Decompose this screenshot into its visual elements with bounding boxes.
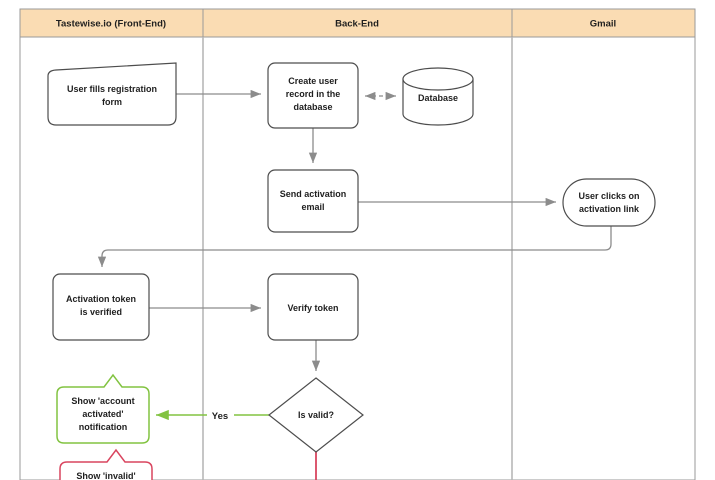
shape-stadium (562, 178, 656, 227)
lane-header-backend (202, 8, 513, 38)
node-label-line-2: email (301, 202, 324, 212)
node-label-line-2: form (102, 97, 122, 107)
shape-callout-green (56, 373, 150, 444)
shape-rounded-rect (52, 273, 150, 341)
node-label-line-1: User clicks on (578, 191, 639, 201)
edge-label-yes: Yes (212, 411, 228, 422)
node-label-show-invalid-notification: Show 'invalid' (76, 471, 135, 480)
shape-diamond (268, 377, 364, 453)
node-label-line-1: Send activation (280, 189, 347, 199)
node-label-line-1: Show 'account (71, 396, 134, 406)
edge-label-bg-yes (207, 407, 234, 422)
node-label-verify-token: Verify token (287, 303, 338, 313)
node-label-line-1: Create user (288, 76, 338, 86)
edge-user-clicks-to-token-verified (97, 226, 612, 267)
node-label-is-valid: Is valid? (298, 410, 334, 420)
node-activation-token-is-verified[interactable]: Activation token is verified Activation … (52, 273, 150, 341)
node-label-line-2: record in the (286, 89, 341, 99)
shape-rounded-rect (267, 273, 359, 341)
node-show-account-activated-notification[interactable]: Show 'account activated' notification Sh… (56, 373, 150, 444)
node-create-user-record[interactable]: Create user record in the database Creat… (267, 62, 359, 129)
node-label-line-3: notification (79, 422, 128, 432)
shape-rounded-rect (267, 62, 359, 129)
node-is-valid[interactable]: Is valid? (268, 377, 364, 453)
lane-header-gmail (511, 8, 696, 38)
shape-rounded-rect (267, 169, 359, 233)
lane-title-gmail: Gmail (590, 19, 616, 30)
shape-cylinder-body (402, 79, 474, 126)
node-label-line-2: activated' (82, 409, 123, 419)
node-label-line-1: User fills registration (67, 84, 157, 94)
node-label-line-2: is verified (80, 307, 122, 317)
shape-cylinder-top (402, 67, 474, 91)
node-label-line-2: activation link (579, 204, 640, 214)
node-user-clicks-activation-link[interactable]: User clicks on activation link User clic… (562, 178, 656, 227)
node-user-fills-registration-form[interactable]: User fills registration form User fills … (47, 62, 177, 126)
node-label-line-1: Activation token (66, 294, 136, 304)
shape-callout-red (59, 448, 153, 480)
node-show-invalid-notification[interactable]: Show 'invalid' (59, 448, 153, 480)
node-label-database: Database (418, 93, 458, 103)
node-send-activation-email[interactable]: Send activation email Send activation em… (267, 169, 359, 233)
connector-layer: database (dashed bidirectional) --> Yes (97, 89, 612, 480)
node-label-line-3: database (293, 102, 332, 112)
swimlane-frame: Tastewise.io (Front-End) Back-End Gmail (19, 8, 696, 480)
shape-card-slanted-top (47, 62, 177, 126)
lane-title-frontend: Tastewise.io (Front-End) (56, 19, 166, 30)
node-database[interactable]: Database (402, 67, 474, 126)
node-verify-token[interactable]: Verify token (267, 273, 359, 341)
lane-title-backend: Back-End (335, 19, 379, 30)
